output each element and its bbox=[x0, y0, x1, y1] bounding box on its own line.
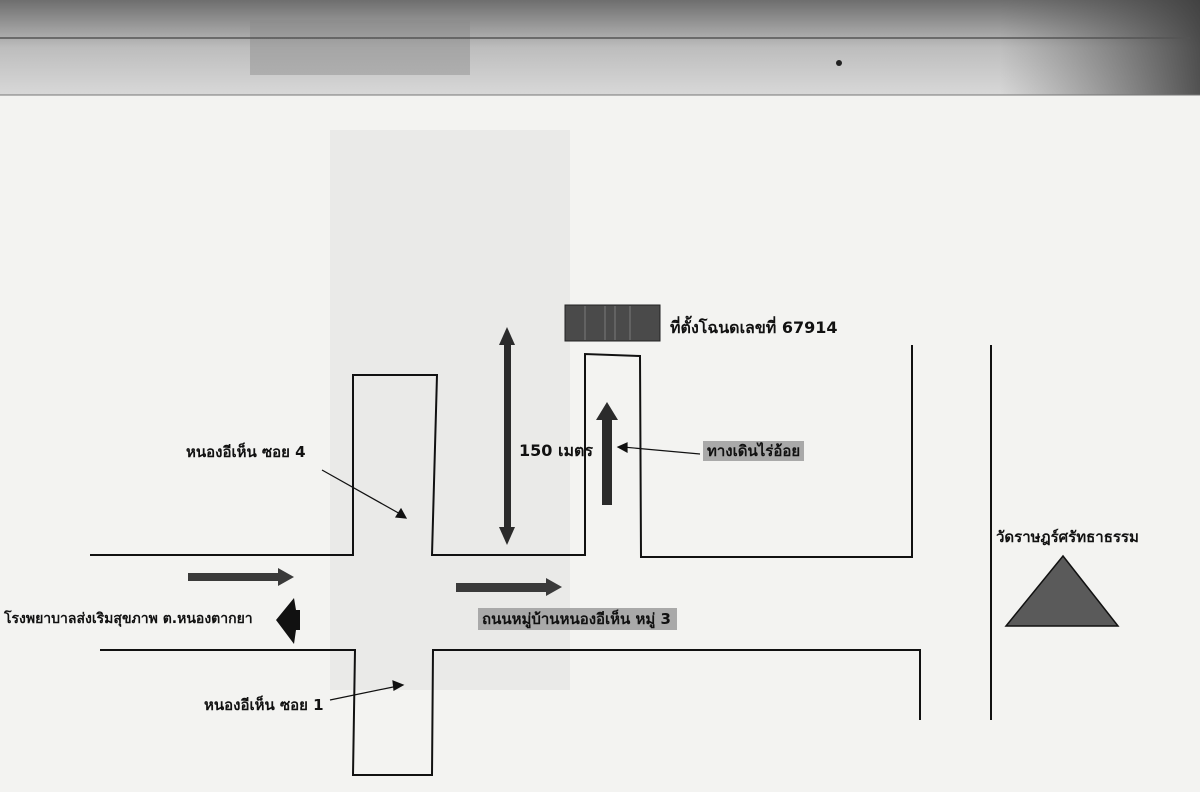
direction-arrow-right bbox=[456, 578, 562, 596]
main-road bbox=[90, 345, 921, 776]
footpath-arrow bbox=[596, 402, 618, 505]
label-soi-1: หนองอีเห็น ซอย 1 bbox=[204, 696, 324, 714]
pointer-lines bbox=[321, 442, 701, 701]
direction-arrow-left bbox=[188, 568, 294, 586]
label-main-road: ถนนหมู่บ้านหนองอีเห็น หมู่ 3 bbox=[478, 608, 677, 630]
deed-plot-texture bbox=[584, 306, 631, 340]
label-footpath: ทางเดินไร่อ้อย bbox=[703, 441, 805, 461]
distance-arrow bbox=[499, 327, 515, 545]
label-temple: วัดราษฎร์ศรัทธาธรรม bbox=[996, 528, 1139, 546]
label-deed-location: ที่ตั้งโฉนดเลขที่ 67914 bbox=[670, 318, 838, 337]
label-distance: 150 เมตร bbox=[519, 441, 593, 460]
bleed-through bbox=[330, 130, 570, 690]
deed-plot bbox=[564, 304, 661, 342]
label-soi-4: หนองอีเห็น ซอย 4 bbox=[186, 443, 306, 461]
label-hospital: โรงพยาบาลส่งเริมสุขภาพ ต.หนองตากยา bbox=[4, 611, 253, 627]
scan-header-band bbox=[0, 0, 1200, 96]
temple-icon bbox=[1004, 554, 1120, 627]
hospital-arrow bbox=[276, 598, 300, 644]
